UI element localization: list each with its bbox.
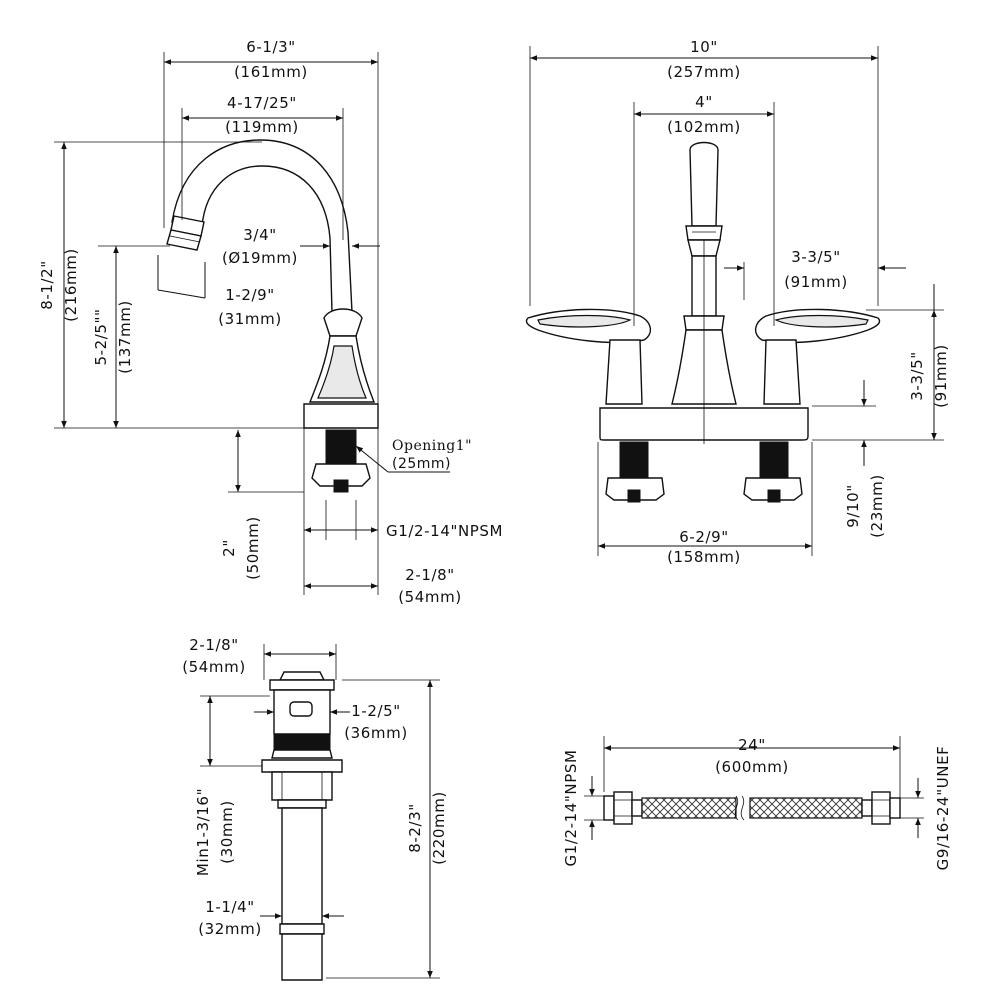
base-length-in: 6-2/9"	[679, 528, 729, 546]
hose-view: 24" (600mm) G1/2-14"NPSM G9/16-24"UNEF	[562, 736, 952, 870]
hose-length-in: 24"	[738, 736, 766, 754]
centers-in: 4"	[695, 93, 713, 111]
front-width-mm: (257mm)	[667, 63, 741, 81]
flange-width-in: 2-1/8"	[189, 636, 239, 654]
front-view: 10" (257mm) 4" (102mm) 3-3/5" (91mm) 3-3…	[525, 38, 950, 566]
hose-right-thread: G9/16-24"UNEF	[934, 746, 952, 871]
base-height-mm: (23mm)	[868, 474, 886, 538]
aerator-mm: (31mm)	[218, 310, 282, 328]
reach-mm: (119mm)	[225, 118, 299, 136]
drain-body	[261, 671, 343, 981]
opening-mm: (25mm)	[392, 456, 451, 472]
side-faucet-body	[166, 139, 379, 493]
handle-offset-mm: (91mm)	[784, 273, 848, 291]
hose-left-thread: G1/2-14"NPSM	[562, 749, 580, 866]
side-width-in: 6-1/3"	[246, 38, 296, 56]
front-faucet-body	[525, 141, 881, 503]
total-height-in: 8-1/2"	[38, 260, 56, 310]
spout-dia-mm: (Ø19mm)	[222, 249, 298, 267]
opening-in: Opening1"	[392, 438, 472, 454]
min-thickness-in: Min1-3/16"	[194, 788, 212, 876]
reach-in: 4-17/25"	[227, 94, 297, 112]
spout-dia-in: 3/4"	[243, 226, 276, 244]
side-view: 6-1/3" (161mm) 4-17/25" (119mm) 3/4" (Ø1…	[38, 38, 503, 606]
total-height-mm: (216mm)	[62, 248, 80, 322]
drain-length-mm: (220mm)	[430, 791, 448, 865]
handle-offset-in: 3-3/5"	[791, 248, 841, 266]
min-thickness-mm: (30mm)	[218, 800, 236, 864]
handle-height-mm: (91mm)	[932, 344, 950, 408]
side-width-mm: (161mm)	[234, 63, 308, 81]
body-dia-in: 1-2/5"	[351, 702, 401, 720]
aerator-in: 1-2/9"	[225, 286, 275, 304]
drain-length-in: 8-2/3"	[406, 803, 424, 853]
base-width-in: 2-1/8"	[405, 566, 455, 584]
base-height-in: 9/10"	[844, 484, 862, 528]
front-width-in: 10"	[690, 38, 718, 56]
thread-label: G1/2-14"NPSM	[386, 522, 503, 540]
aerator-shape	[166, 215, 205, 251]
body-dia-mm: (36mm)	[344, 724, 408, 742]
spout-height-in: 5-2/5""	[92, 308, 110, 365]
hose-length-mm: (600mm)	[715, 758, 789, 776]
tail-dia-in: 1-1/4"	[205, 898, 255, 916]
supply-hose	[603, 791, 901, 825]
spout-height-mm: (137mm)	[116, 300, 134, 374]
centers-mm: (102mm)	[667, 118, 741, 136]
base-width-mm: (54mm)	[398, 588, 462, 606]
drain-view: 2-1/8" (54mm) 1-2/5" (36mm) Min1-3/16" (…	[182, 636, 448, 981]
flange-width-mm: (54mm)	[182, 658, 246, 676]
base-length-mm: (158mm)	[667, 548, 741, 566]
tail-dia-mm: (32mm)	[198, 920, 262, 938]
shank-length-in: 2"	[220, 539, 238, 557]
handle-height-in: 3-3/5"	[908, 351, 926, 401]
shank-length-mm: (50mm)	[244, 516, 262, 580]
